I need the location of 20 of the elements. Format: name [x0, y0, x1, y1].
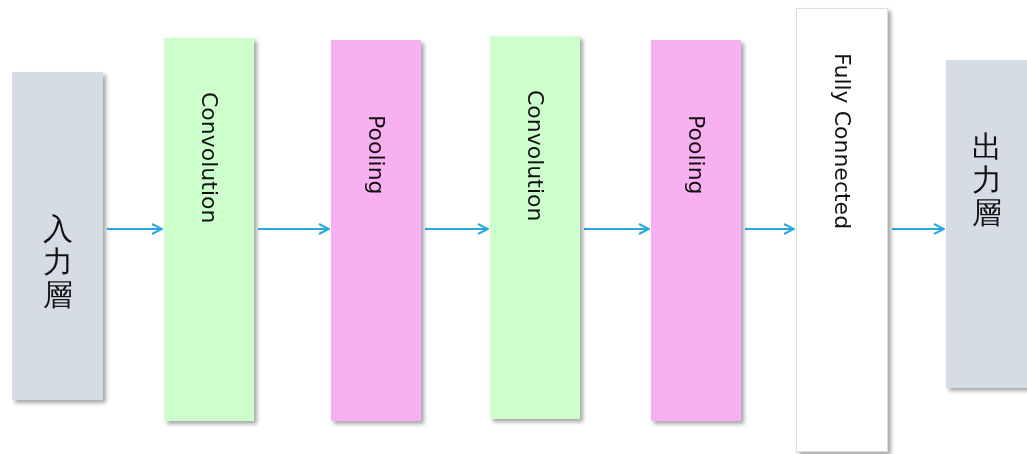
layer-label: Fully Connected: [831, 53, 853, 230]
fully-connected-box: [796, 8, 888, 452]
layer-label: Pooling: [365, 115, 387, 195]
arrow: [583, 223, 650, 235]
convolution-box: [164, 38, 254, 421]
arrow: [257, 223, 330, 235]
pooling-box: [651, 40, 741, 421]
layer-label: Pooling: [685, 115, 707, 195]
layer-box: [12, 72, 103, 400]
layer-label: Convolution: [198, 92, 220, 224]
layer-label: 出力層: [971, 130, 1002, 229]
arrow: [891, 223, 945, 235]
pooling-box: [331, 40, 421, 421]
layer-label: Convolution: [524, 90, 546, 222]
layer-box: [946, 60, 1027, 388]
arrow: [106, 223, 163, 235]
arrow: [424, 223, 489, 235]
layer-label: 入力層: [42, 212, 73, 311]
arrow: [744, 223, 795, 235]
convolution-box: [490, 36, 580, 419]
